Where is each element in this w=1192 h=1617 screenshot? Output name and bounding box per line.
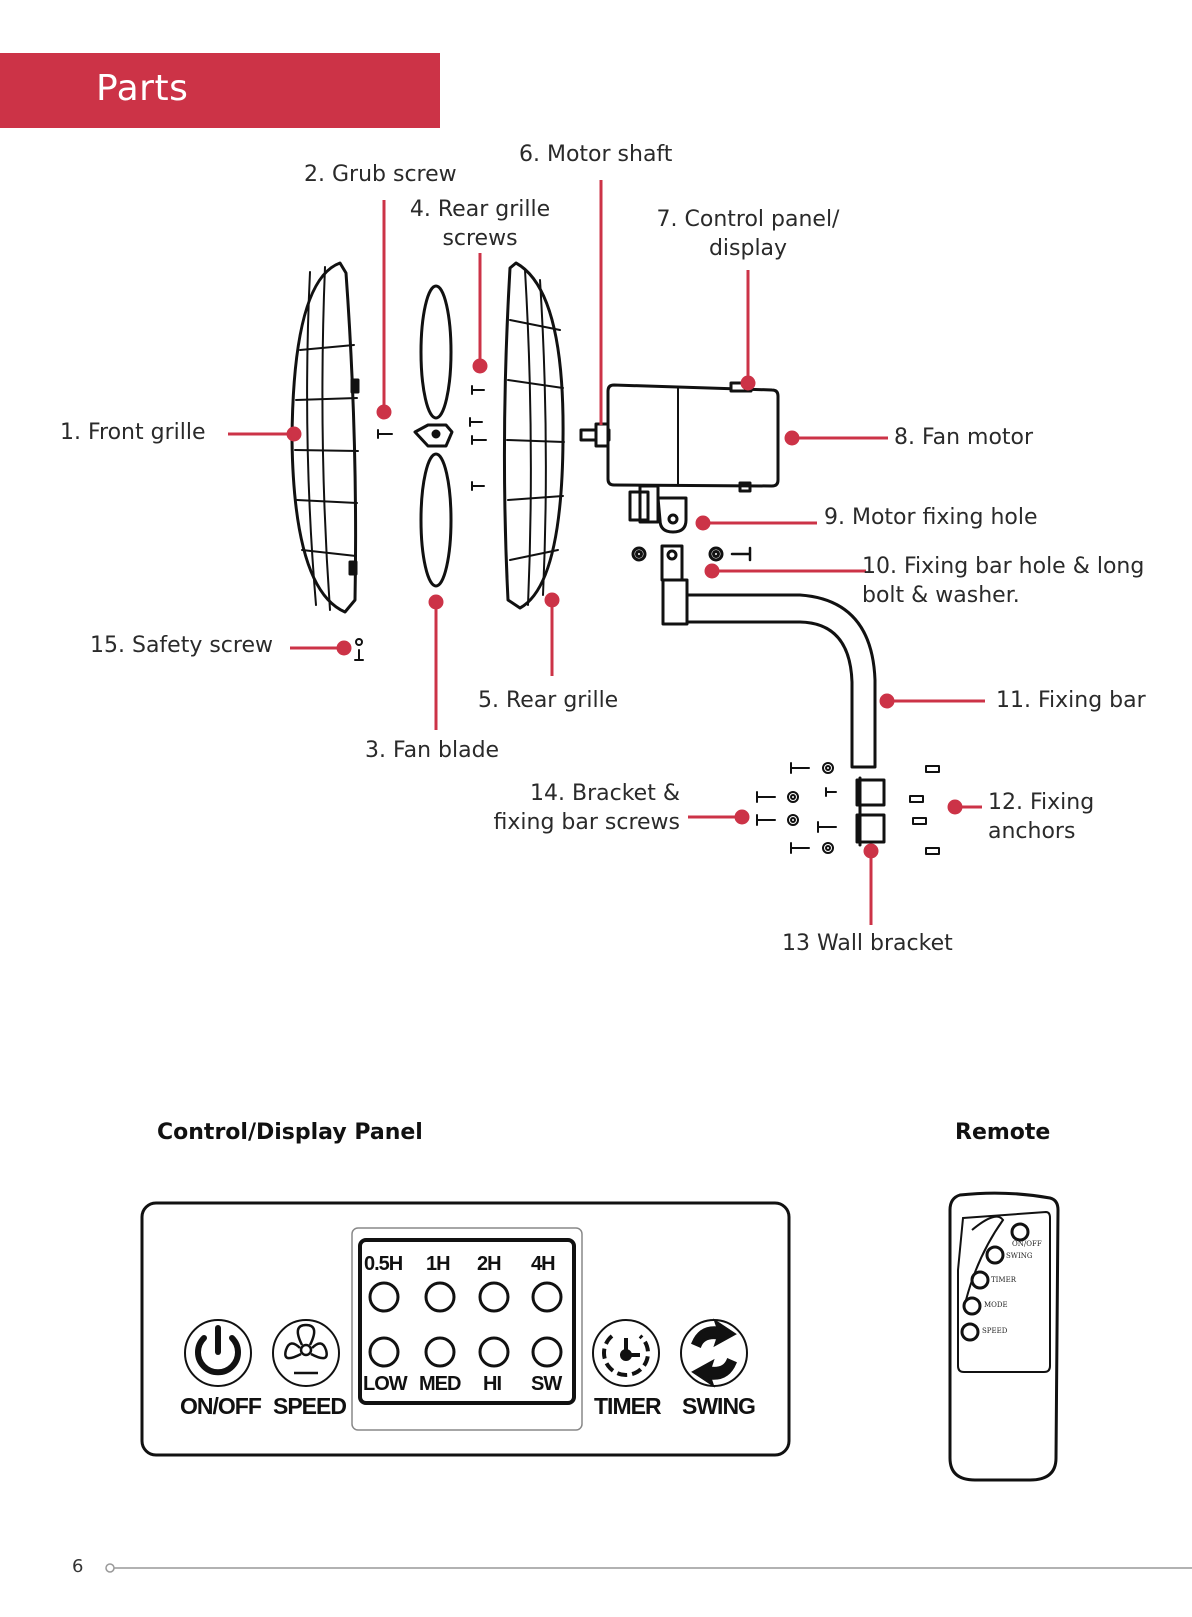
- label-fixing-anchors: 12. Fixing anchors: [988, 788, 1094, 846]
- label-motor-fixing-hole: 9. Motor fixing hole: [824, 505, 1038, 530]
- label-bracket-screws-line2: fixing bar screws: [493, 810, 680, 835]
- speed-label-low: LOW: [363, 1373, 408, 1395]
- motor-shaft: [579, 422, 611, 448]
- remote-swing-label: SWING: [1006, 1252, 1033, 1260]
- remote-title: Remote: [955, 1120, 1051, 1145]
- wall-bracket: [855, 776, 886, 847]
- speed-label-hi: HI: [483, 1373, 502, 1395]
- front-grille: [290, 261, 360, 614]
- label-control-panel: 7. Control panel/ display: [640, 205, 856, 263]
- timer-label-1h: 1H: [426, 1253, 451, 1275]
- rear-grille: [502, 261, 565, 610]
- label-control-panel-line1: 7. Control panel/: [656, 207, 840, 232]
- label-motor-shaft: 6. Motor shaft: [519, 142, 673, 167]
- timer-label-0-5h: 0.5H: [364, 1253, 403, 1275]
- timer-label-4h: 4H: [531, 1253, 556, 1275]
- label-rear-grille: 5. Rear grille: [478, 688, 619, 713]
- label-bracket-screws-line1: 14. Bracket &: [530, 781, 680, 806]
- label-wall-bracket: 13 Wall bracket: [782, 931, 953, 956]
- speed-label-sw: SW: [531, 1373, 562, 1395]
- label-safety-screw: 15. Safety screw: [90, 633, 273, 658]
- page-number: 6: [72, 1556, 84, 1577]
- power-icon: [195, 1325, 241, 1376]
- timer-label-2h: 2H: [477, 1253, 502, 1275]
- swing-icon: [691, 1318, 737, 1388]
- control-panel-title: Control/Display Panel: [157, 1120, 423, 1145]
- label-fixing-bar-hole: 10. Fixing bar hole & long bolt & washer…: [862, 552, 1144, 610]
- remote-timer-label: TIMER: [991, 1276, 1016, 1284]
- timer-button-label: TIMER: [594, 1393, 662, 1419]
- label-fixing-bar: 11. Fixing bar: [996, 688, 1146, 713]
- swing-button-label: SWING: [682, 1393, 756, 1419]
- label-control-panel-line2: display: [708, 236, 788, 261]
- header-band: [0, 53, 440, 128]
- fan-motor: [606, 381, 780, 534]
- control-panel: [140, 1201, 791, 1457]
- speed-label-med: MED: [419, 1373, 461, 1395]
- label-rear-grille-screws: 4. Rear grille screws: [400, 195, 560, 253]
- remote-onoff-label: ON/OFF: [1012, 1240, 1042, 1248]
- label-fan-blade: 3. Fan blade: [365, 738, 500, 763]
- onoff-button-label: ON/OFF: [180, 1393, 262, 1419]
- label-bracket-screws: 14. Bracket & fixing bar screws: [460, 779, 680, 837]
- footer-line: [105, 1563, 1192, 1573]
- label-fixing-bar-hole-line2: bolt & washer.: [862, 583, 1020, 608]
- label-rear-grille-screws-line1: 4. Rear grille: [409, 197, 551, 222]
- timer-icon: [602, 1334, 650, 1377]
- label-fixing-anchors-line1: 12. Fixing: [988, 790, 1095, 815]
- label-front-grille: 1. Front grille: [60, 420, 206, 445]
- page-title: Parts: [96, 68, 189, 109]
- remote-mode-label: MODE: [984, 1301, 1008, 1309]
- remote-speed-label: SPEED: [982, 1327, 1008, 1335]
- label-fixing-bar-hole-line1: 10. Fixing bar hole & long: [862, 554, 1145, 579]
- remote-control: [948, 1191, 1060, 1482]
- fan-blade: [413, 284, 454, 588]
- speed-button-label: SPEED: [273, 1393, 347, 1419]
- label-fixing-anchors-line2: anchors: [988, 819, 1076, 844]
- label-rear-grille-screws-line2: screws: [442, 226, 518, 251]
- fixing-anchors: [909, 765, 940, 855]
- label-grub-screw: 2. Grub screw: [304, 162, 457, 187]
- leader-lines: [228, 180, 985, 925]
- label-fan-motor: 8. Fan motor: [894, 425, 1034, 450]
- bracket-screws: [756, 762, 837, 854]
- fan-icon: [284, 1323, 328, 1375]
- small-screws: [354, 385, 487, 661]
- fixing-bar: [631, 544, 877, 769]
